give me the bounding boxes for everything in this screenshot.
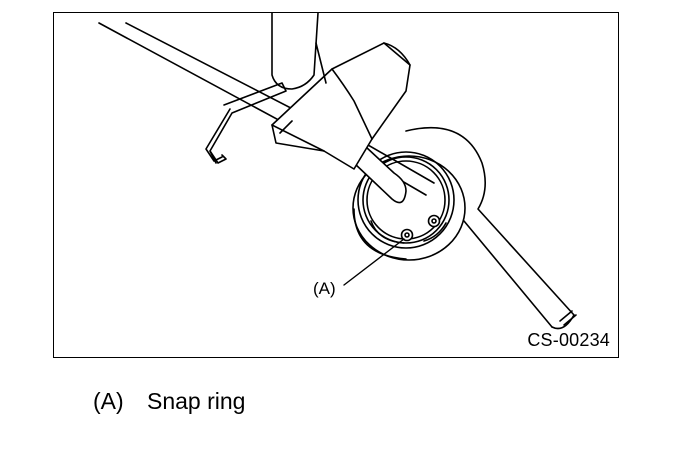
lever-arm-drawing: [405, 127, 577, 330]
pliers-handle-drawing: [271, 13, 327, 90]
callout-label-a: (A): [313, 279, 336, 298]
figure-code: CS-00234: [527, 330, 610, 350]
legend-key-a: (A): [93, 388, 124, 414]
housing-boss-drawing: [352, 155, 466, 261]
pliers-body-drawing: [271, 42, 411, 170]
snap-ring-installation-illustration: [98, 13, 577, 330]
hook-bracket-drawing: [205, 82, 287, 164]
figure-frame: (A) CS-00234: [53, 12, 619, 358]
callout-leader-line: [343, 238, 405, 286]
legend-text-a: Snap ring: [147, 388, 246, 414]
legend: (A) Snap ring: [93, 388, 245, 415]
